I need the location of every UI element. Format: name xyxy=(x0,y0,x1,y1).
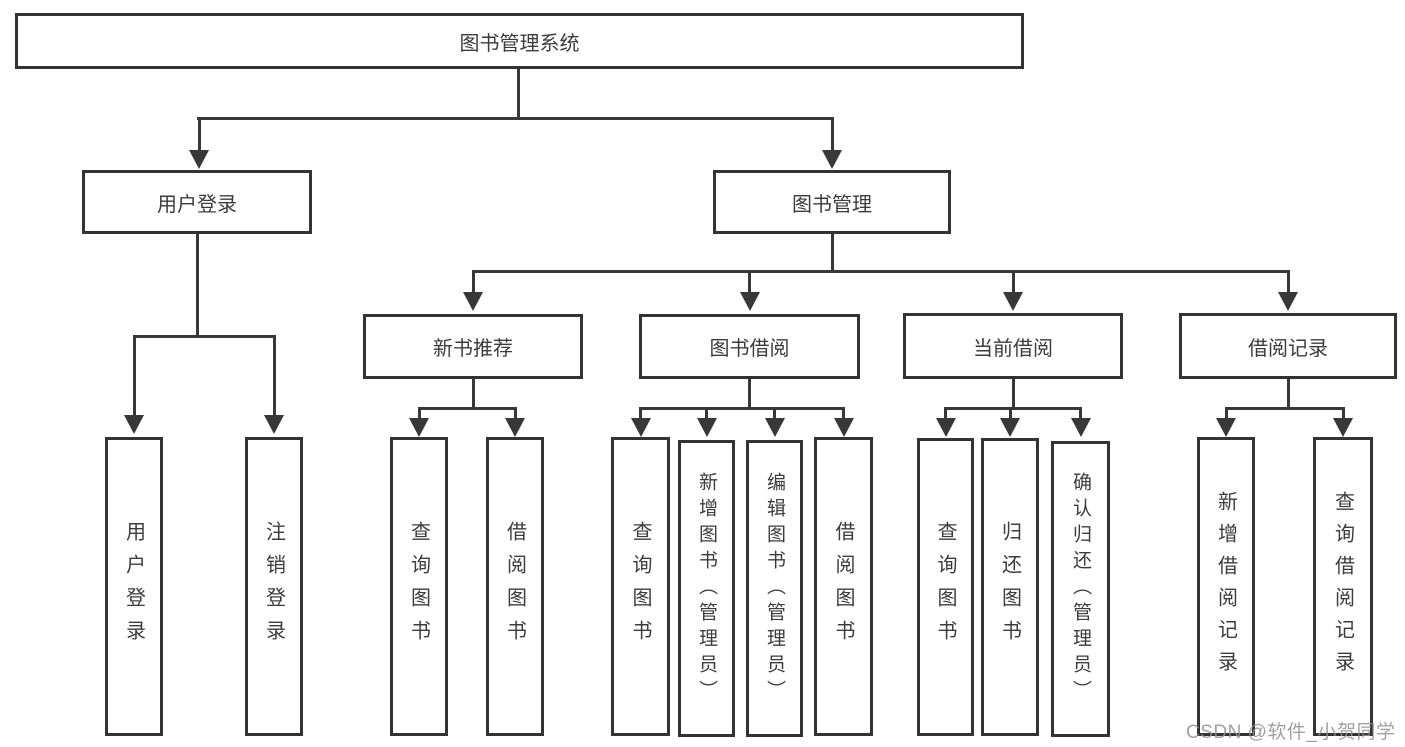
connector-book-management-stem xyxy=(830,234,834,272)
connector-current-borrow-rail xyxy=(944,407,1082,410)
arrow-to-bb-query xyxy=(630,410,651,437)
connector-new-book-rec-stem xyxy=(471,379,475,409)
leaf-nbr-query-books: 查询图书 xyxy=(390,437,448,736)
connector-root-stem xyxy=(517,69,520,118)
connector-book-borrow-rail xyxy=(639,407,845,410)
arrow-to-user-login xyxy=(189,120,209,169)
leaf-bb-add-books-admin: 新增图书（管理员） xyxy=(678,440,735,737)
leaf-br-query-record: 查询借阅记录 xyxy=(1313,437,1373,736)
node-book-borrow: 图书借阅 xyxy=(639,314,860,379)
node-current-borrow: 当前借阅 xyxy=(903,313,1123,379)
leaf-br-add-record: 新增借阅记录 xyxy=(1197,437,1255,736)
connector-user-login-rail xyxy=(132,335,276,338)
leaf-bb-edit-books-admin: 编辑图书（管理员） xyxy=(746,440,803,737)
arrow-to-cb-return xyxy=(1000,410,1020,437)
csdn-watermark: CSDN @软件_小贺同学 xyxy=(1186,722,1396,743)
arrow-to-nbr-borrow xyxy=(505,410,525,437)
connector-user-login-stem xyxy=(195,234,199,337)
arrow-to-leaf-logout xyxy=(264,338,284,434)
node-user-login: 用户登录 xyxy=(82,170,312,234)
connector-borrow-record-rail xyxy=(1224,407,1345,410)
leaf-user-login: 用户登录 xyxy=(105,437,163,736)
node-borrow-record: 借阅记录 xyxy=(1179,313,1397,379)
leaf-bb-query-books: 查询图书 xyxy=(611,437,670,736)
leaf-cb-return-books: 归还图书 xyxy=(981,438,1039,736)
connector-book-management-rail xyxy=(471,270,1290,273)
arrow-to-cb-confirm xyxy=(1070,410,1091,437)
connector-current-borrow-stem xyxy=(1011,379,1015,409)
node-root-system: 图书管理系统 xyxy=(15,13,1024,69)
connector-borrow-record-stem xyxy=(1286,379,1290,409)
leaf-logout: 注销登录 xyxy=(245,437,303,736)
leaf-nbr-borrow-books: 借阅图书 xyxy=(486,437,544,736)
arrow-to-bb-add xyxy=(696,410,717,437)
connector-new-book-rec-rail xyxy=(417,407,517,410)
arrow-to-br-add xyxy=(1216,410,1236,437)
arrow-to-borrow-record xyxy=(1278,273,1298,311)
arrow-to-current-borrow xyxy=(1003,273,1023,311)
leaf-cb-query-books: 查询图书 xyxy=(917,438,974,736)
arrow-to-leaf-user-login xyxy=(124,338,144,434)
arrow-to-nbr-query xyxy=(409,410,429,437)
node-new-book-recommend: 新书推荐 xyxy=(363,314,583,379)
arrow-to-new-book-rec xyxy=(463,273,483,311)
leaf-bb-borrow-books: 借阅图书 xyxy=(814,437,873,736)
arrow-to-cb-query xyxy=(935,410,956,437)
arrow-to-bb-borrow xyxy=(833,410,854,437)
arrow-to-bb-edit xyxy=(764,410,785,437)
arrow-to-book-management xyxy=(822,120,842,169)
connector-root-rail xyxy=(197,117,834,120)
leaf-cb-confirm-return-admin: 确认归还（管理员） xyxy=(1051,441,1110,737)
node-book-management: 图书管理 xyxy=(713,170,951,234)
arrow-to-br-query xyxy=(1333,410,1353,437)
connector-book-borrow-stem xyxy=(748,379,751,409)
arrow-to-book-borrow xyxy=(739,273,760,311)
